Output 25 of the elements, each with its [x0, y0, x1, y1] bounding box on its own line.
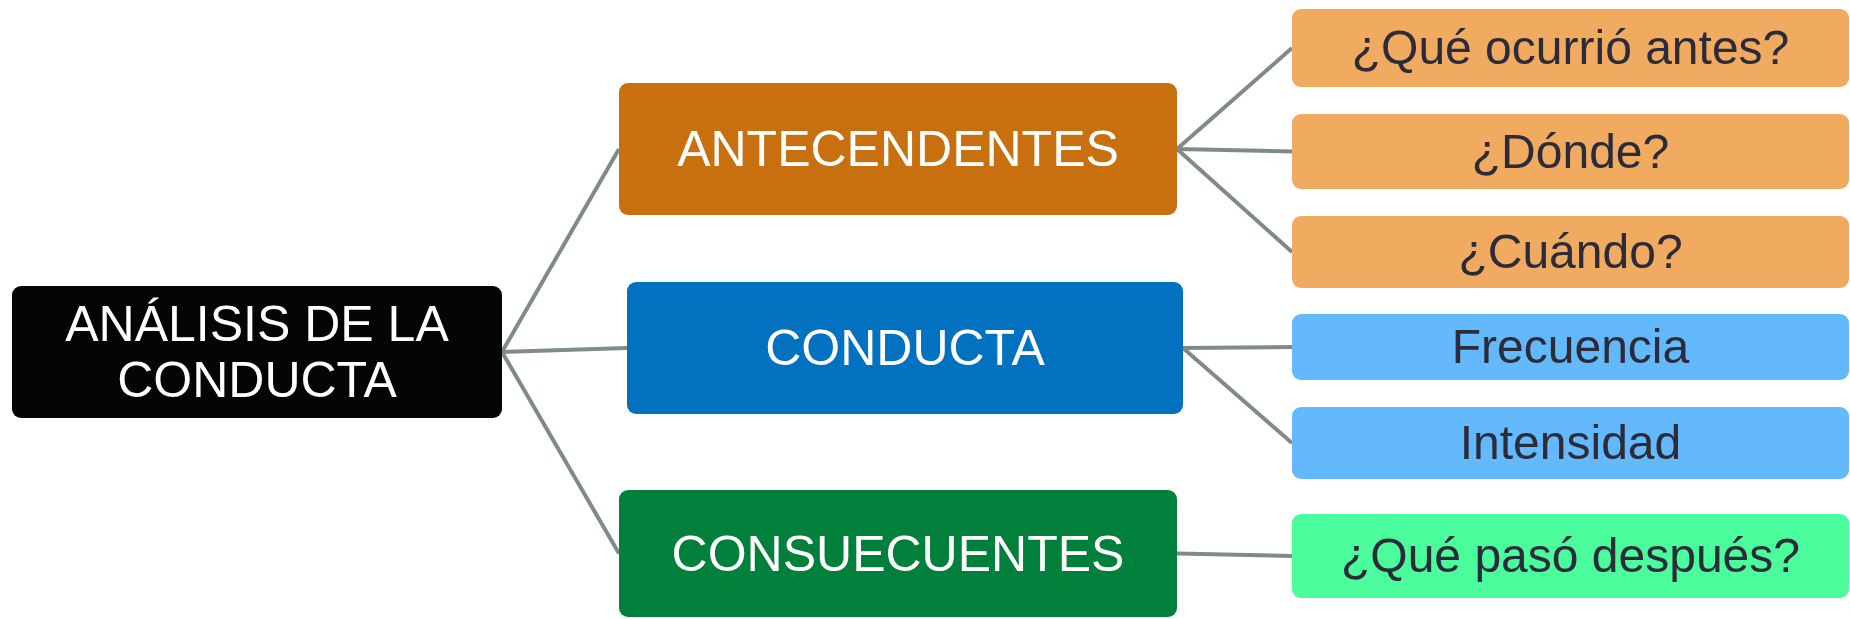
node-label: ¿Dónde? — [1471, 124, 1670, 179]
topic-box — [12, 286, 502, 418]
question-box — [1292, 514, 1849, 598]
node-label: ¿Cuándo? — [1458, 225, 1683, 279]
node-label: ¿Qué ocurrió antes? — [1351, 21, 1790, 75]
node-label: ANTECENDENTES — [677, 121, 1119, 177]
node-label: CONDUCTA — [765, 320, 1045, 376]
topic-box — [627, 282, 1183, 414]
question-box — [1292, 9, 1849, 87]
question-box — [1292, 216, 1849, 288]
connector-line — [500, 148, 621, 353]
node-label: CONSUECUENTES — [671, 525, 1125, 582]
connector-line — [1182, 345, 1293, 350]
topic-box — [619, 83, 1177, 215]
connector-line — [1176, 551, 1293, 558]
node-label: ¿Qué pasó después? — [1341, 529, 1800, 583]
node-label: Intensidad — [1459, 416, 1682, 470]
connector-line — [500, 351, 621, 555]
question-box — [1292, 407, 1849, 479]
question-box — [1292, 114, 1849, 189]
question-box — [1292, 314, 1849, 380]
node-label: Frecuencia — [1451, 320, 1690, 374]
topic-box — [619, 490, 1177, 617]
connector-line — [501, 346, 628, 354]
node-label: ANÁLISIS DE LA CONDUCTA — [64, 296, 450, 408]
